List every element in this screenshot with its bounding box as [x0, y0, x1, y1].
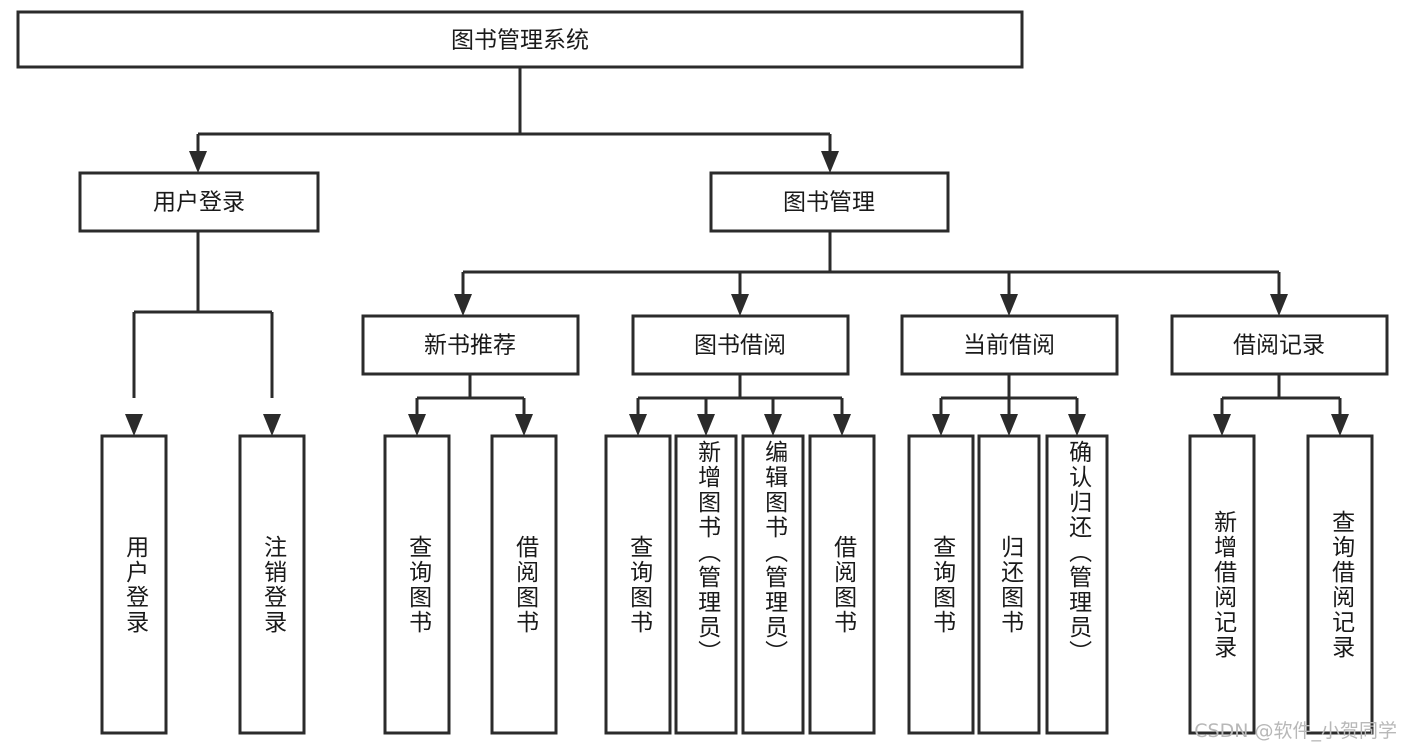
node-current-borrow-label: 当前借阅 [963, 333, 1055, 359]
connector-group-book-manage [454, 231, 1288, 316]
node-book-manage-box[interactable] [709, 171, 950, 233]
connector-group-user-login [125, 231, 281, 436]
arrow-leaf-edit-book [764, 414, 782, 436]
node-borrow-record[interactable]: 借阅记录 [1170, 314, 1389, 376]
node-root-label: 图书管理系统 [451, 28, 589, 54]
node-leaf-borrow-book-1-box[interactable] [490, 434, 558, 735]
node-user-login-label: 用户登录 [153, 190, 245, 216]
node-new-book-rec-label: 新书推荐 [424, 333, 516, 359]
arrow-leaf-confirm-return [1068, 414, 1086, 436]
node-book-manage[interactable]: 图书管理 [709, 171, 950, 233]
connector-group-root [189, 67, 839, 173]
node-leaf-borrow-book-2-box[interactable] [808, 434, 876, 735]
arrow-borrow-record [1270, 294, 1288, 316]
node-leaf-edit-book-box[interactable] [741, 434, 805, 735]
node-leaf-add-record-box[interactable] [1188, 434, 1256, 735]
node-leaf-query-record-box[interactable] [1306, 434, 1374, 735]
arrow-leaf-query-book-1 [408, 414, 426, 436]
arrow-leaf-query-record [1331, 414, 1349, 436]
arrow-leaf-user-login [125, 414, 143, 436]
arrow-book-borrow [731, 294, 749, 316]
node-book-borrow[interactable]: 图书借阅 [631, 314, 850, 376]
arrow-current-borrow [1000, 294, 1018, 316]
node-new-book-rec[interactable]: 新书推荐 [361, 314, 580, 376]
arrow-leaf-query-book-2 [629, 414, 647, 436]
arrow-book-manage [821, 151, 839, 173]
node-root[interactable]: 图书管理系统 [16, 10, 1024, 69]
node-leaf-query-book-2-box[interactable] [604, 434, 672, 735]
node-leaf-logout-box[interactable] [238, 434, 306, 735]
node-borrow-record-box[interactable] [1170, 314, 1389, 376]
connector-group-borrow-record [1213, 374, 1349, 436]
connector-group-book-borrow [629, 374, 851, 436]
arrow-leaf-logout [263, 414, 281, 436]
connector-group-current-borrow [932, 374, 1086, 436]
arrow-leaf-return-book [1000, 414, 1018, 436]
node-current-borrow-box[interactable] [900, 314, 1119, 376]
node-book-borrow-label: 图书借阅 [694, 333, 786, 359]
node-user-login[interactable]: 用户登录 [78, 171, 320, 233]
arrow-leaf-add-record [1213, 414, 1231, 436]
node-leaf-query-book-1-box[interactable] [383, 434, 451, 735]
node-user-login-box[interactable] [78, 171, 320, 233]
arrow-leaf-borrow-book-1 [515, 414, 533, 436]
arrow-user-login [189, 151, 207, 173]
arrow-new-book-rec [454, 294, 472, 316]
node-book-manage-label: 图书管理 [783, 190, 875, 216]
arrow-leaf-borrow-book-2 [833, 414, 851, 436]
node-leaf-return-book-box[interactable] [977, 434, 1041, 735]
node-new-book-rec-box[interactable] [361, 314, 580, 376]
connector-group-new-book-rec [408, 374, 533, 436]
node-current-borrow[interactable]: 当前借阅 [900, 314, 1119, 376]
node-leaf-user-login-box[interactable] [100, 434, 168, 735]
node-leaf-query-book-3-box[interactable] [907, 434, 975, 735]
node-leaf-confirm-return-box[interactable] [1045, 434, 1109, 735]
node-root-box[interactable] [16, 10, 1024, 69]
node-book-borrow-box[interactable] [631, 314, 850, 376]
node-leaf-add-book-box[interactable] [674, 434, 738, 735]
node-borrow-record-label: 借阅记录 [1233, 333, 1325, 359]
arrow-leaf-query-book-3 [932, 414, 950, 436]
arrow-leaf-add-book [697, 414, 715, 436]
leaf-boxes [100, 434, 1374, 735]
